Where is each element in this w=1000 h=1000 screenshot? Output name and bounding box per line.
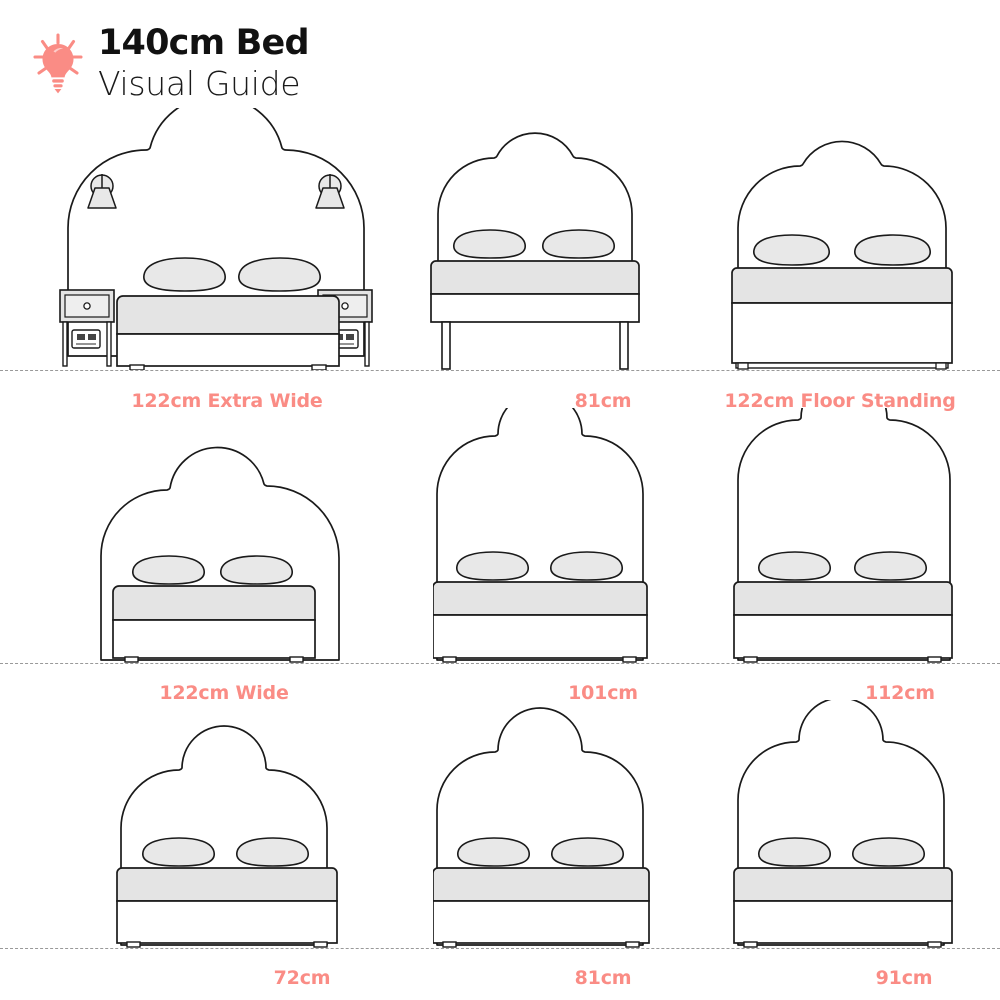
bed-feet [124,656,304,663]
pillow-right [236,837,309,867]
mattress [433,581,648,616]
bed-label-91cm: 91cm [875,967,933,989]
pillow-left [758,837,831,867]
bed-feet [442,656,637,663]
pillow-left [142,837,215,867]
bed-figure-122cm-wide[interactable] [97,408,352,663]
bed-base [433,900,650,944]
wall-lamp-left [87,174,117,209]
bed-label-122cm-wide: 122cm Wide [159,682,289,704]
page-header: 140cm Bed Visual Guide [28,23,310,103]
floor-baseline-row-1 [0,370,1000,371]
bed-label-81cm-legs: 81cm [574,390,632,412]
bed-feet [442,941,640,948]
headboard-outline [67,108,365,357]
mattress [731,267,953,304]
bed-row-3: 72cm 81cm 91cm [0,700,1000,1000]
bed-feet [743,941,942,948]
bed-figure-101cm[interactable] [433,408,653,663]
bed-base [433,614,648,659]
bed-feet [743,656,942,663]
floor-baseline-row-3 [0,948,1000,949]
floor-plinth [735,362,949,370]
wall-lamp-right [315,174,345,209]
pillow-left [457,837,530,867]
pillow-left [132,555,205,585]
bed-figure-91cm[interactable] [733,700,959,948]
pillow-right [220,555,293,585]
bed-label-81cm: 81cm [574,967,632,989]
mattress [430,260,640,295]
bed-row-2: 122cm Wide 101cm 112cm [0,408,1000,704]
bed-base [112,619,316,659]
bed-figure-122cm-extra-wide[interactable] [46,108,426,370]
pillow-right [550,551,623,581]
bed-base [733,614,953,659]
bed-figure-122cm-floor-standing[interactable] [728,108,956,370]
bed-figure-81cm[interactable] [433,700,657,948]
mattress [116,295,340,335]
bed-figure-112cm[interactable] [733,408,959,663]
pillow-left [453,229,526,259]
nightstand-left [59,289,115,367]
floor-baseline-row-2 [0,663,1000,664]
bed-base [430,293,640,323]
mattress [733,581,953,616]
bed-label-122cm-floor-standing: 122cm Floor Standing [724,390,956,412]
pillow-left [758,551,831,581]
pillow-right [542,229,615,259]
pillow-left [456,551,529,581]
bed-label-112cm: 112cm [865,682,935,704]
bed-label-72cm: 72cm [273,967,331,989]
bed-base [731,302,953,364]
pillow-left [753,234,830,266]
pillow-right [238,257,321,292]
pillow-left [143,257,226,292]
lightbulb-icon [33,33,83,94]
mattress [112,585,316,621]
mattress [433,867,650,902]
bed-figure-81cm-legs[interactable] [430,108,640,370]
bed-legs [441,321,629,370]
bed-feet [126,941,328,948]
title-block: 140cm Bed Visual Guide [98,23,310,103]
bed-figure-72cm[interactable] [116,700,344,948]
bed-label-101cm: 101cm [568,682,638,704]
bed-row-1-figures [0,108,1000,370]
bed-row-1: 122cm Extra Wide 81cm 122cm Floor Standi… [0,108,1000,412]
bed-label-122cm-extra-wide: 122cm Extra Wide [131,390,323,412]
pillow-right [551,837,624,867]
socket-left [71,329,101,349]
bed-base [116,333,340,367]
bed-row-3-figures [0,700,1000,948]
bed-base [733,900,953,944]
bed-feet [129,364,327,370]
pillow-right [854,234,931,266]
mattress [116,867,338,902]
pillow-right [854,551,927,581]
mattress [733,867,953,902]
pillow-right [852,837,925,867]
bed-row-2-figures [0,408,1000,663]
page-subtitle: Visual Guide [98,64,301,103]
page-title: 140cm Bed [98,23,310,63]
bed-base [116,900,338,944]
